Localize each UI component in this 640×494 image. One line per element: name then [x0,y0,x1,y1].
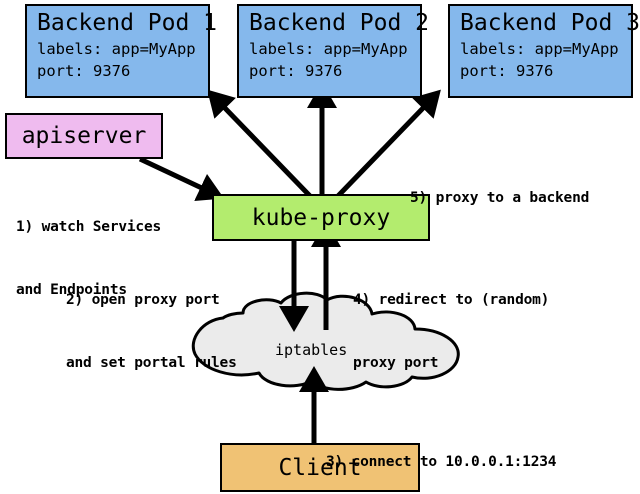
step-2-annotation: 2) open proxy port and set portal rules [66,248,237,416]
kube-proxy-label: kube-proxy [251,204,391,231]
step-1-line-1: 1) watch Services [16,219,162,235]
backend-pod-3-labels: labels: app=MyApp [460,40,619,58]
client-label: Client [278,454,362,481]
step-4-line-2: proxy port [353,355,439,371]
backend-pod-2-title: Backend Pod 2 [249,10,430,36]
backend-pod-3-port: port: 9376 [460,62,554,80]
step-3-line-1: 3) connect to 10.0.0.1:1234 [326,454,557,470]
apiserver-label: apiserver [21,123,147,149]
backend-pod-2-port: port: 9376 [249,62,343,80]
step-5-annotation: 5) proxy to a backend [410,146,589,251]
backend-pod-1-title: Backend Pod 1 [37,10,218,36]
step-2-line-2: and set portal rules [66,355,237,371]
backend-pod-3-box[interactable]: Backend Pod 3 labels: app=MyApp port: 93… [448,4,640,98]
kube-proxy-box[interactable]: kube-proxy [212,194,430,241]
backend-pod-1-labels: labels: app=MyApp [37,40,196,58]
step-3-annotation: 3) connect to 10.0.0.1:1234 [326,410,557,494]
step-1-line-2: and Endpoints [16,282,127,298]
backend-pod-1-box[interactable]: Backend Pod 1 labels: app=MyApp port: 93… [25,4,218,98]
step-2-line-1: 2) open proxy port [66,292,220,308]
backend-pod-2-box[interactable]: Backend Pod 2 labels: app=MyApp port: 93… [237,4,430,98]
step-4-annotation: 4) redirect to (random) proxy port [353,248,549,416]
client-box[interactable]: Client [220,443,420,492]
backend-pod-2-labels: labels: app=MyApp [249,40,408,58]
step-1-annotation: 1) watch Services and Endpoints [16,175,161,343]
backend-pod-1-port: port: 9376 [37,62,131,80]
apiserver-box[interactable]: apiserver [5,113,163,159]
iptables-label: iptables [275,341,348,359]
step-4-line-1: 4) redirect to (random) [353,292,550,308]
step-5-line-1: 5) proxy to a backend [410,190,590,206]
backend-pod-3-title: Backend Pod 3 [460,10,640,36]
